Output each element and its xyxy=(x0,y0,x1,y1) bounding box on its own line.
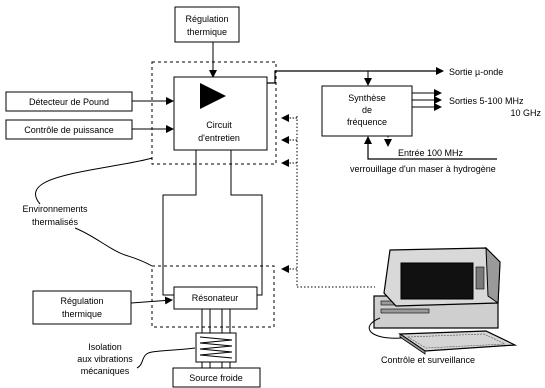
thermal-regulation-top-box xyxy=(174,6,240,43)
sustaining-circuit-line1: Circuit xyxy=(206,120,232,130)
thermal-regulation-bottom-line1: Régulation xyxy=(60,296,103,306)
thermal-regulation-top-line1: Régulation xyxy=(185,14,228,24)
outputs-label-line1: Sorties 5-100 MHz xyxy=(449,96,524,106)
spring-icon xyxy=(199,336,233,359)
thermalized-pointer-top xyxy=(35,157,153,205)
isolation-label-line3: mécaniques xyxy=(81,366,130,376)
thermal-regulation-bottom-line2: thermique xyxy=(62,309,102,319)
circuit-output-line xyxy=(267,67,444,84)
computer-workstation-icon xyxy=(368,246,518,355)
frequency-synthesis-line2: de xyxy=(362,105,372,115)
circuit-to-resonator-line-right xyxy=(230,150,263,296)
power-control-label: Contrôle de puissance xyxy=(24,125,114,135)
cold-source-label: Source froide xyxy=(189,373,243,383)
thermalized-label-line2: thermalisés xyxy=(32,217,79,227)
regulation-to-resonator-arrow xyxy=(130,296,173,305)
frequency-synthesis-line1: Synthèse xyxy=(348,93,386,103)
cold-source-box xyxy=(172,367,261,388)
thermal-regulation-top-line2: thermique xyxy=(187,27,227,37)
sustaining-circuit-box xyxy=(173,76,268,151)
maser-lock-label: verrouillage d'un maser à hydrogène xyxy=(350,164,496,174)
input-100mhz-label: Entrée 100 MHz xyxy=(398,148,464,158)
thermalized-pointer-bottom xyxy=(74,227,153,267)
outputs-label-line2: 10 GHz xyxy=(510,108,541,118)
thermalized-label-line1: Environnements xyxy=(22,204,88,214)
resonator-label: Résonateur xyxy=(192,293,239,303)
input-100mhz-line xyxy=(364,136,497,160)
circuit-to-resonator-line-left xyxy=(162,150,197,296)
thermal-regulation-bottom-box xyxy=(32,290,132,325)
resonator-box xyxy=(173,286,258,310)
microwave-output-label: Sortie µ-onde xyxy=(449,67,503,77)
isolation-label-line1: Isolation xyxy=(88,342,122,352)
amplifier-triangle-icon xyxy=(200,83,226,109)
frequency-synthesis-line3: fréquence xyxy=(347,117,387,127)
thermal-enclosure-bottom xyxy=(151,265,275,328)
thermal-enclosure-top xyxy=(151,61,277,165)
sustaining-circuit-line2: d'entretien xyxy=(198,133,240,143)
monitoring-label: Contrôle et surveillance xyxy=(381,355,475,365)
isolation-pointer xyxy=(136,347,196,369)
isolation-label-line2: aux vibrations xyxy=(77,354,133,364)
pound-detector-label: Détecteur de Pound xyxy=(29,97,109,107)
frequency-synthesis-box xyxy=(321,85,413,137)
